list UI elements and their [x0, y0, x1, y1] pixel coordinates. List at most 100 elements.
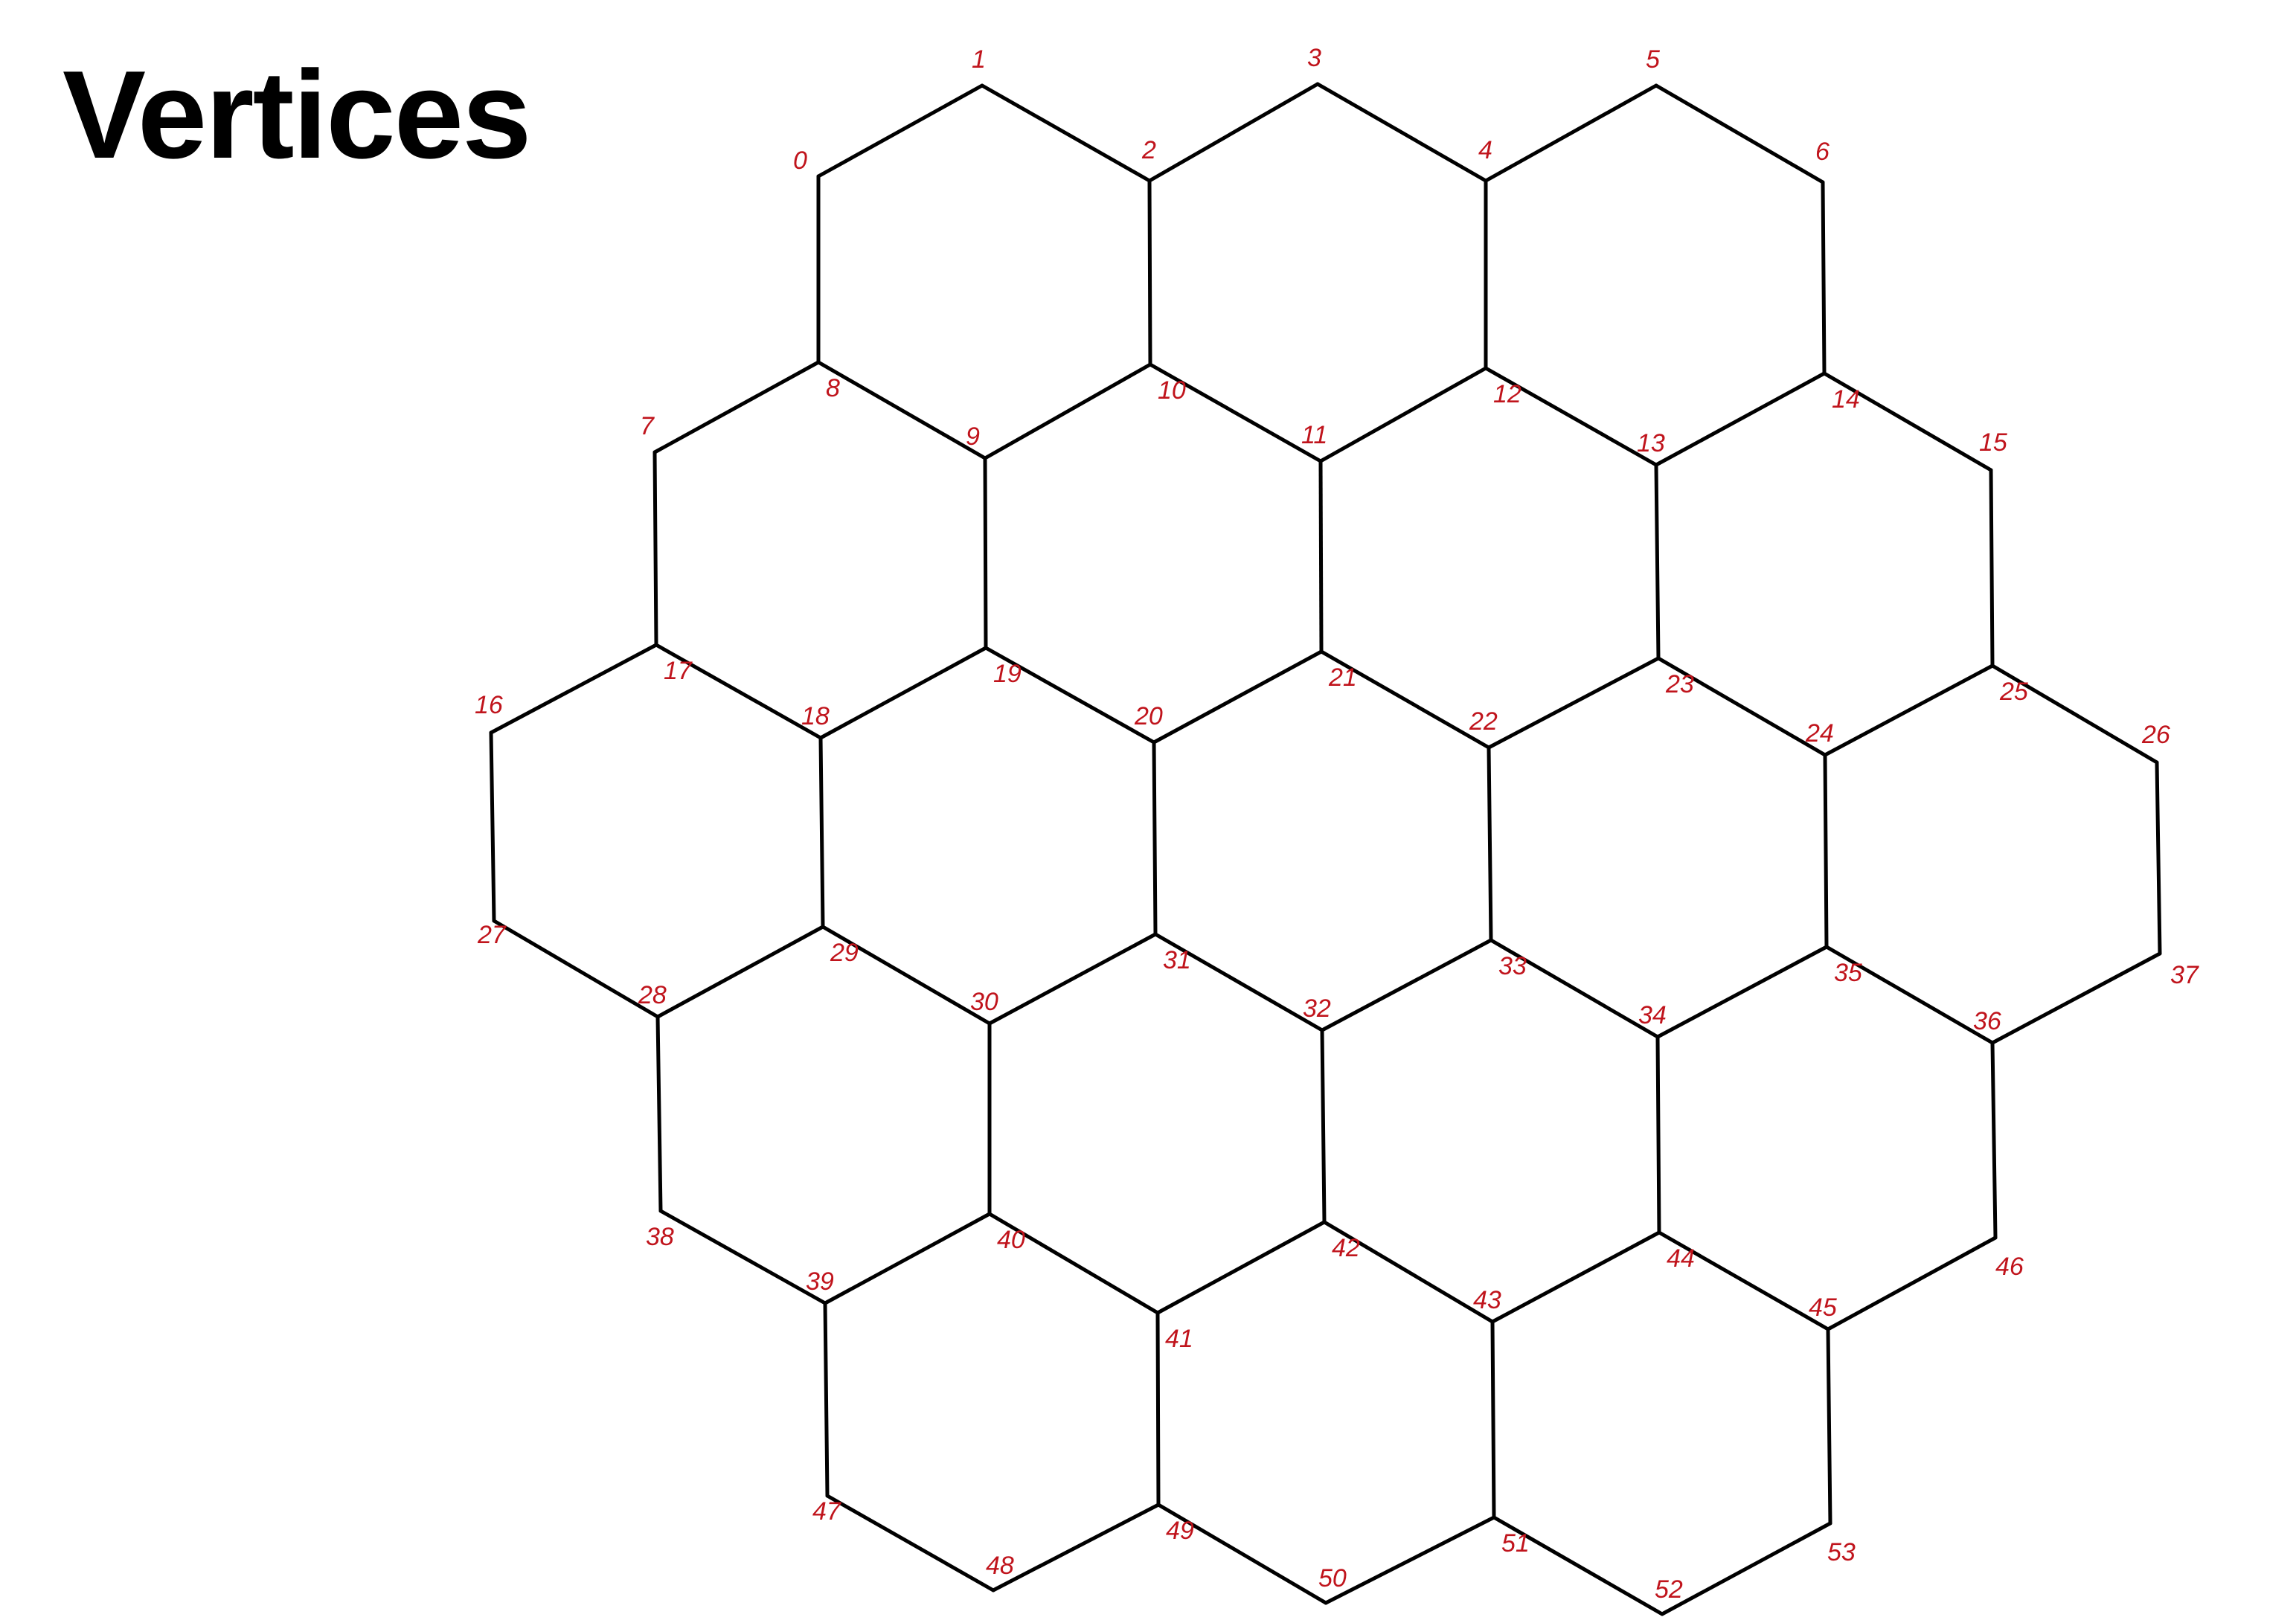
- vertex-label-22: 22: [1469, 707, 1498, 736]
- edge-18-29: [818, 736, 825, 929]
- vertex-label-47: 47: [812, 1497, 841, 1526]
- vertex-label-10: 10: [1158, 376, 1186, 405]
- edge-26-37: [2155, 760, 2162, 956]
- edge-34-44: [1655, 1035, 1661, 1235]
- vertex-label-6: 6: [1815, 138, 1830, 166]
- edge-36-46: [1990, 1041, 1998, 1240]
- vertex-label-53: 53: [1827, 1538, 1856, 1566]
- edge-12-13: [1484, 366, 1658, 467]
- edge-34-35: [1655, 945, 1829, 1039]
- vertex-label-46: 46: [1995, 1253, 2024, 1281]
- edge-25-26: [1990, 663, 2159, 765]
- vertex-label-28: 28: [638, 981, 667, 1009]
- vertex-label-21: 21: [1328, 663, 1357, 692]
- vertex-label-23: 23: [1665, 670, 1694, 698]
- edge-28-38: [655, 1015, 663, 1213]
- edge-2-10: [1147, 179, 1152, 367]
- edge-22-33: [1487, 745, 1493, 942]
- vertex-label-26: 26: [2141, 721, 2170, 749]
- edge-38-39: [658, 1209, 827, 1305]
- vertex-label-19: 19: [993, 660, 1022, 688]
- vertex-label-29: 29: [830, 939, 859, 967]
- edge-20-21: [1152, 649, 1324, 745]
- edge-41-42: [1155, 1220, 1327, 1315]
- vertex-label-50: 50: [1318, 1564, 1347, 1593]
- edge-7-17: [652, 450, 658, 647]
- edge-39-47: [823, 1301, 830, 1498]
- vertex-label-51: 51: [1501, 1529, 1530, 1558]
- edge-16-17: [489, 643, 658, 735]
- vertex-labels: 0123456789101112131415161718192021222324…: [475, 44, 2199, 1604]
- edge-31-32: [1153, 932, 1324, 1032]
- edge-13-23: [1654, 463, 1661, 661]
- edge-39-40: [823, 1212, 992, 1305]
- vertex-label-7: 7: [640, 412, 655, 440]
- vertex-label-44: 44: [1667, 1244, 1695, 1273]
- vertex-label-40: 40: [997, 1226, 1025, 1254]
- edge-7-8: [652, 360, 821, 454]
- edge-1-2: [980, 83, 1152, 183]
- edge-0-1: [816, 83, 984, 179]
- edge-40-41: [987, 1212, 1160, 1315]
- edge-50-51: [1324, 1515, 1496, 1605]
- vertex-label-11: 11: [1301, 421, 1327, 449]
- edge-27-28: [492, 919, 660, 1019]
- vertex-label-17: 17: [664, 657, 693, 685]
- vertex-label-9: 9: [966, 422, 980, 451]
- edge-43-44: [1490, 1230, 1661, 1324]
- edge-51-52: [1492, 1515, 1664, 1616]
- edge-47-48: [825, 1494, 995, 1593]
- vertex-label-34: 34: [1638, 1001, 1667, 1029]
- edge-45-46: [1826, 1235, 1998, 1331]
- edge-19-20: [984, 646, 1156, 745]
- edge-6-14: [1821, 180, 1827, 376]
- edge-21-22: [1319, 649, 1491, 750]
- edge-52-53: [1660, 1521, 1832, 1616]
- vertex-label-2: 2: [1141, 136, 1156, 164]
- edge-32-33: [1320, 938, 1493, 1032]
- vertex-label-43: 43: [1473, 1286, 1501, 1314]
- vertex-label-16: 16: [475, 691, 503, 719]
- vertex-label-45: 45: [1809, 1293, 1837, 1322]
- page-title: Vertices: [62, 45, 532, 184]
- vertex-label-33: 33: [1498, 952, 1527, 980]
- vertex-label-27: 27: [477, 921, 507, 949]
- edge-33-34: [1489, 938, 1660, 1039]
- edge-9-10: [983, 362, 1152, 460]
- edge-18-19: [818, 646, 988, 740]
- edge-5-6: [1654, 83, 1825, 184]
- edge-36-37: [1990, 951, 2162, 1045]
- edge-48-49: [991, 1503, 1161, 1593]
- edge-24-35: [1823, 753, 1829, 949]
- edge-42-43: [1322, 1220, 1495, 1324]
- vertex-label-32: 32: [1303, 994, 1331, 1023]
- edge-8-9: [816, 360, 987, 460]
- edge-16-27: [489, 730, 496, 923]
- edge-14-15: [1822, 371, 1993, 472]
- edge-13-14: [1654, 371, 1827, 467]
- vertex-label-0: 0: [793, 147, 807, 175]
- vertex-label-30: 30: [970, 988, 998, 1016]
- edge-11-12: [1318, 366, 1488, 463]
- vertex-label-39: 39: [806, 1267, 834, 1296]
- vertex-label-52: 52: [1655, 1575, 1683, 1604]
- vertex-label-3: 3: [1307, 44, 1321, 72]
- vertex-label-20: 20: [1134, 702, 1163, 730]
- edge-22-23: [1487, 656, 1661, 750]
- edge-17-18: [654, 643, 823, 740]
- edge-35-36: [1824, 945, 1995, 1045]
- vertex-label-49: 49: [1166, 1517, 1194, 1545]
- vertex-label-14: 14: [1832, 385, 1860, 414]
- edge-4-5: [1484, 83, 1658, 183]
- vertex-label-25: 25: [1999, 678, 2028, 706]
- vertex-label-35: 35: [1834, 959, 1862, 987]
- vertex-label-42: 42: [1332, 1234, 1360, 1262]
- edge-49-50: [1156, 1503, 1328, 1605]
- vertex-label-5: 5: [1646, 45, 1660, 74]
- vertex-label-31: 31: [1163, 946, 1191, 974]
- vertex-label-36: 36: [1973, 1007, 2001, 1035]
- edge-45-53: [1826, 1327, 1832, 1526]
- vertex-label-37: 37: [2170, 961, 2199, 989]
- edge-32-42: [1320, 1028, 1327, 1224]
